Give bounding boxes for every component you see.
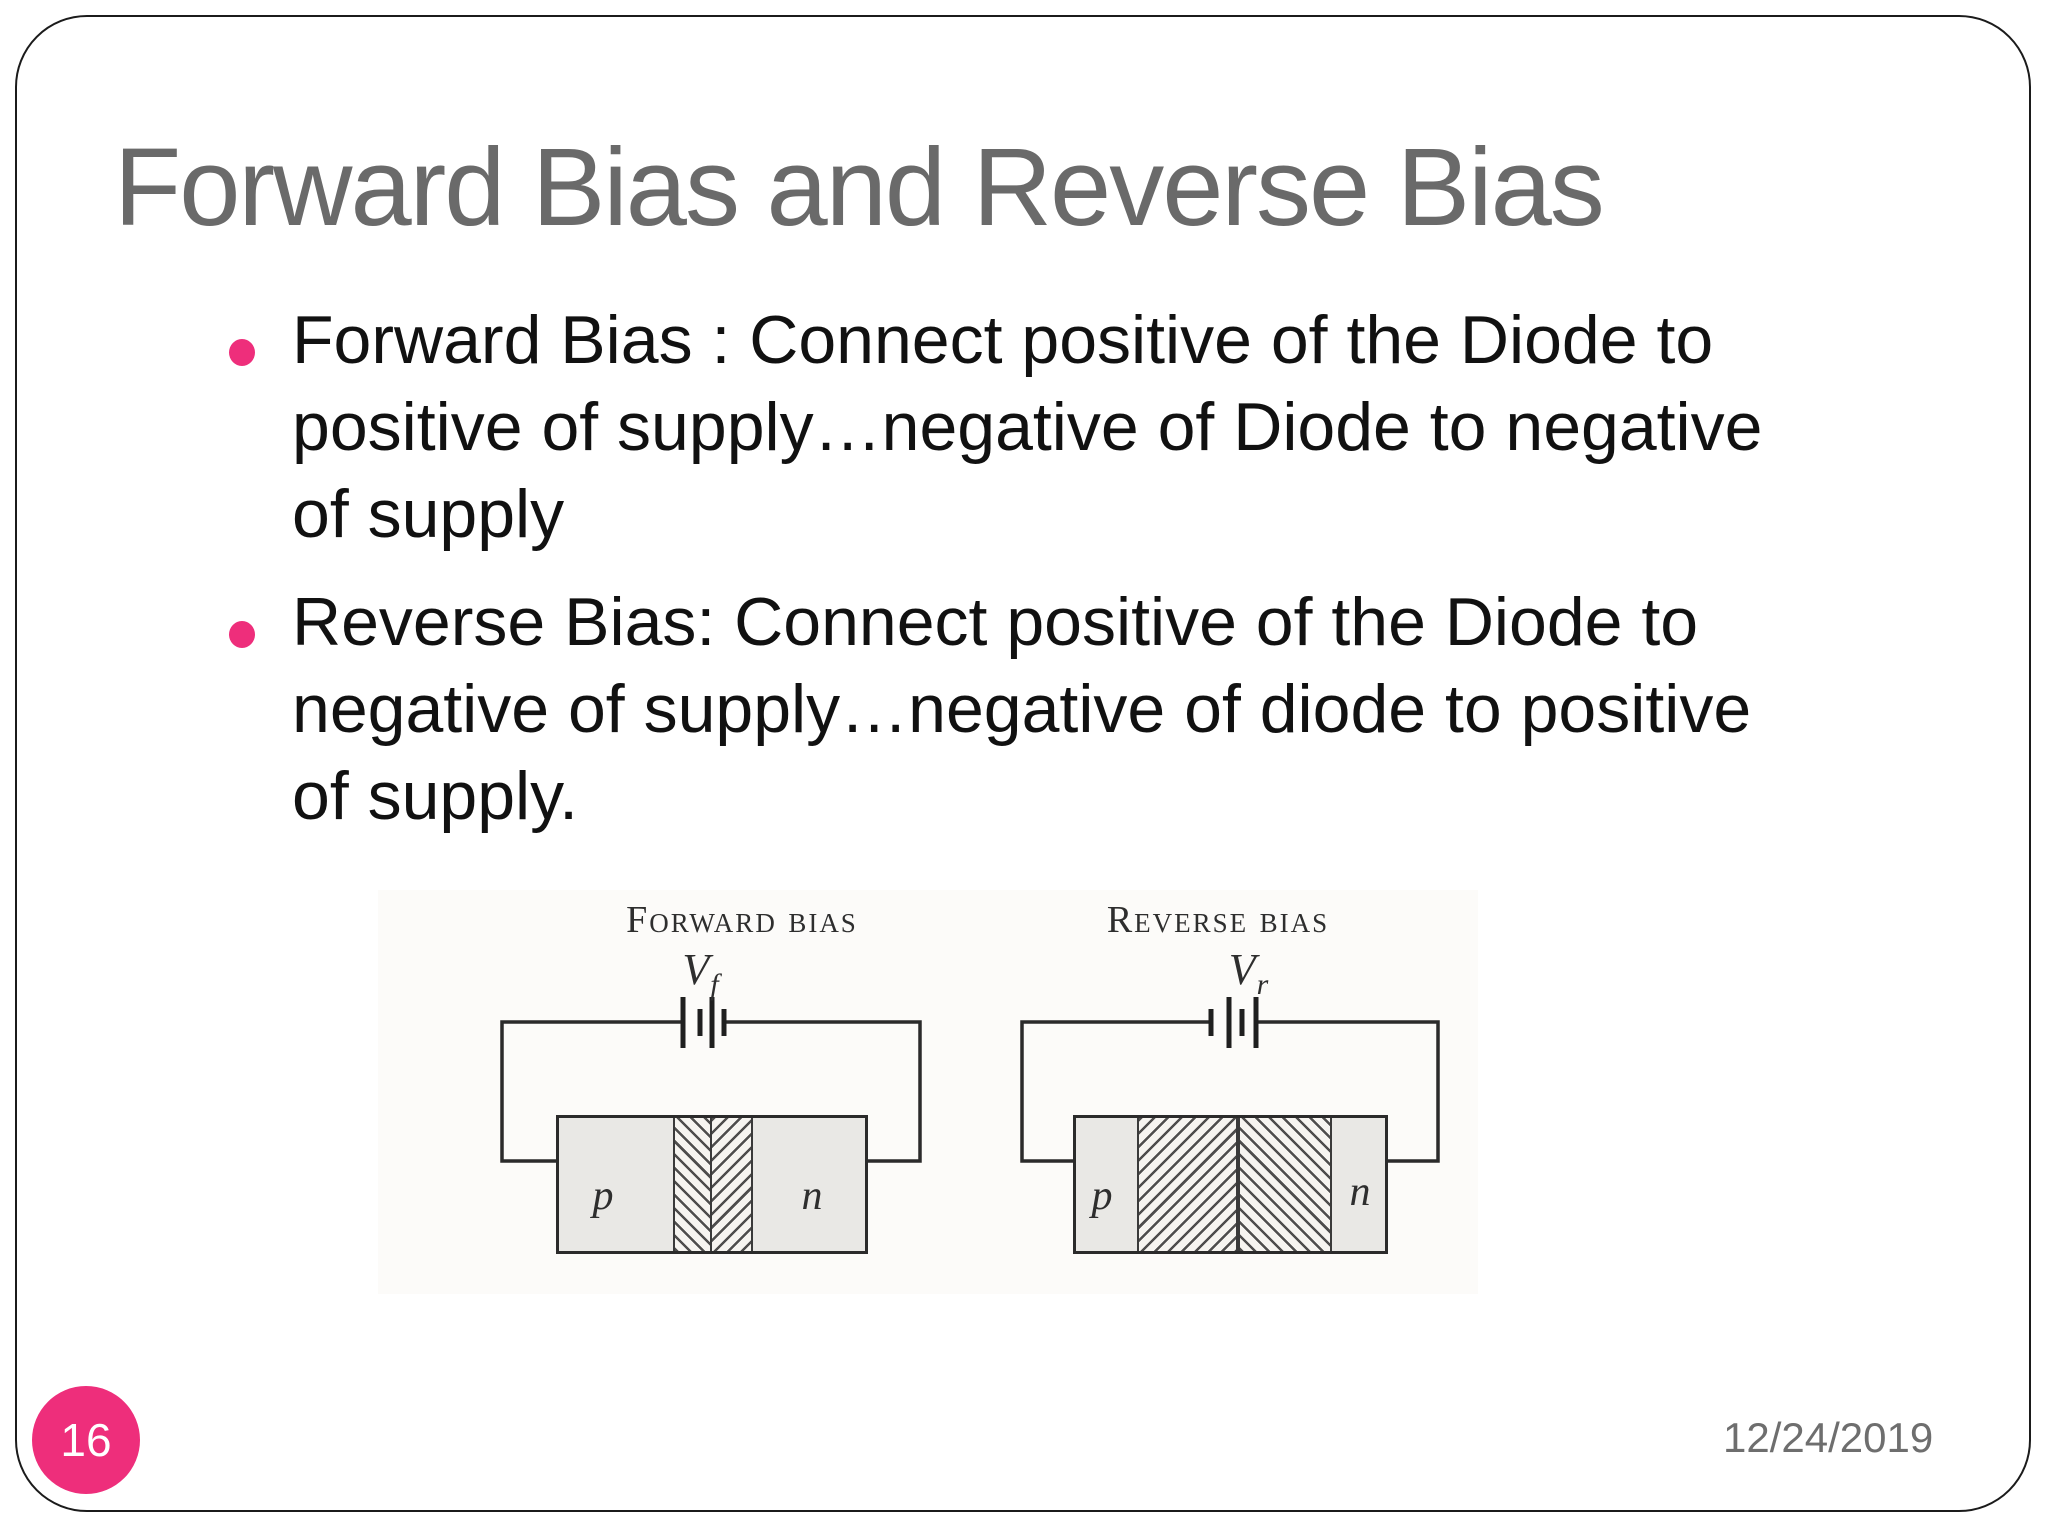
reverse-pn-junction-box — [1073, 1115, 1388, 1254]
voltage-symbol: V — [682, 945, 710, 994]
forward-pn-junction-box — [556, 1115, 868, 1254]
forward-n-region-label: n — [801, 1173, 823, 1219]
reverse-depletion-region-left — [1137, 1118, 1238, 1251]
forward-bias-caption: Forward bias — [626, 899, 858, 941]
bullet-dot-icon — [229, 621, 255, 648]
page-number: 16 — [60, 1414, 112, 1466]
reverse-depletion-region-right — [1238, 1118, 1332, 1251]
page-number-badge: 16 — [32, 1386, 140, 1494]
bullet-text-forward-bias: Forward Bias : Connect positive of the D… — [292, 302, 1763, 552]
reverse-bias-caption: Reverse bias — [1106, 899, 1330, 941]
forward-voltage-label: Vf — [682, 944, 718, 1001]
slide-date: 12/24/2019 — [1723, 1414, 1934, 1461]
bullet-dot-icon — [229, 339, 255, 366]
forward-depletion-region-right — [710, 1118, 753, 1251]
voltage-subscript: f — [710, 968, 719, 1001]
voltage-symbol: V — [1228, 945, 1256, 994]
slide-title: Forward Bias and Reverse Bias — [114, 126, 1605, 249]
reverse-p-region-label: p — [1091, 1173, 1113, 1219]
voltage-subscript: r — [1256, 968, 1269, 1001]
forward-p-region-label: p — [592, 1173, 614, 1219]
reverse-n-region-label: n — [1349, 1169, 1371, 1215]
bullet-text-reverse-bias: Reverse Bias: Connect positive of the Di… — [292, 584, 1752, 834]
forward-depletion-region-left — [673, 1118, 712, 1251]
reverse-voltage-label: Vr — [1228, 944, 1269, 1001]
